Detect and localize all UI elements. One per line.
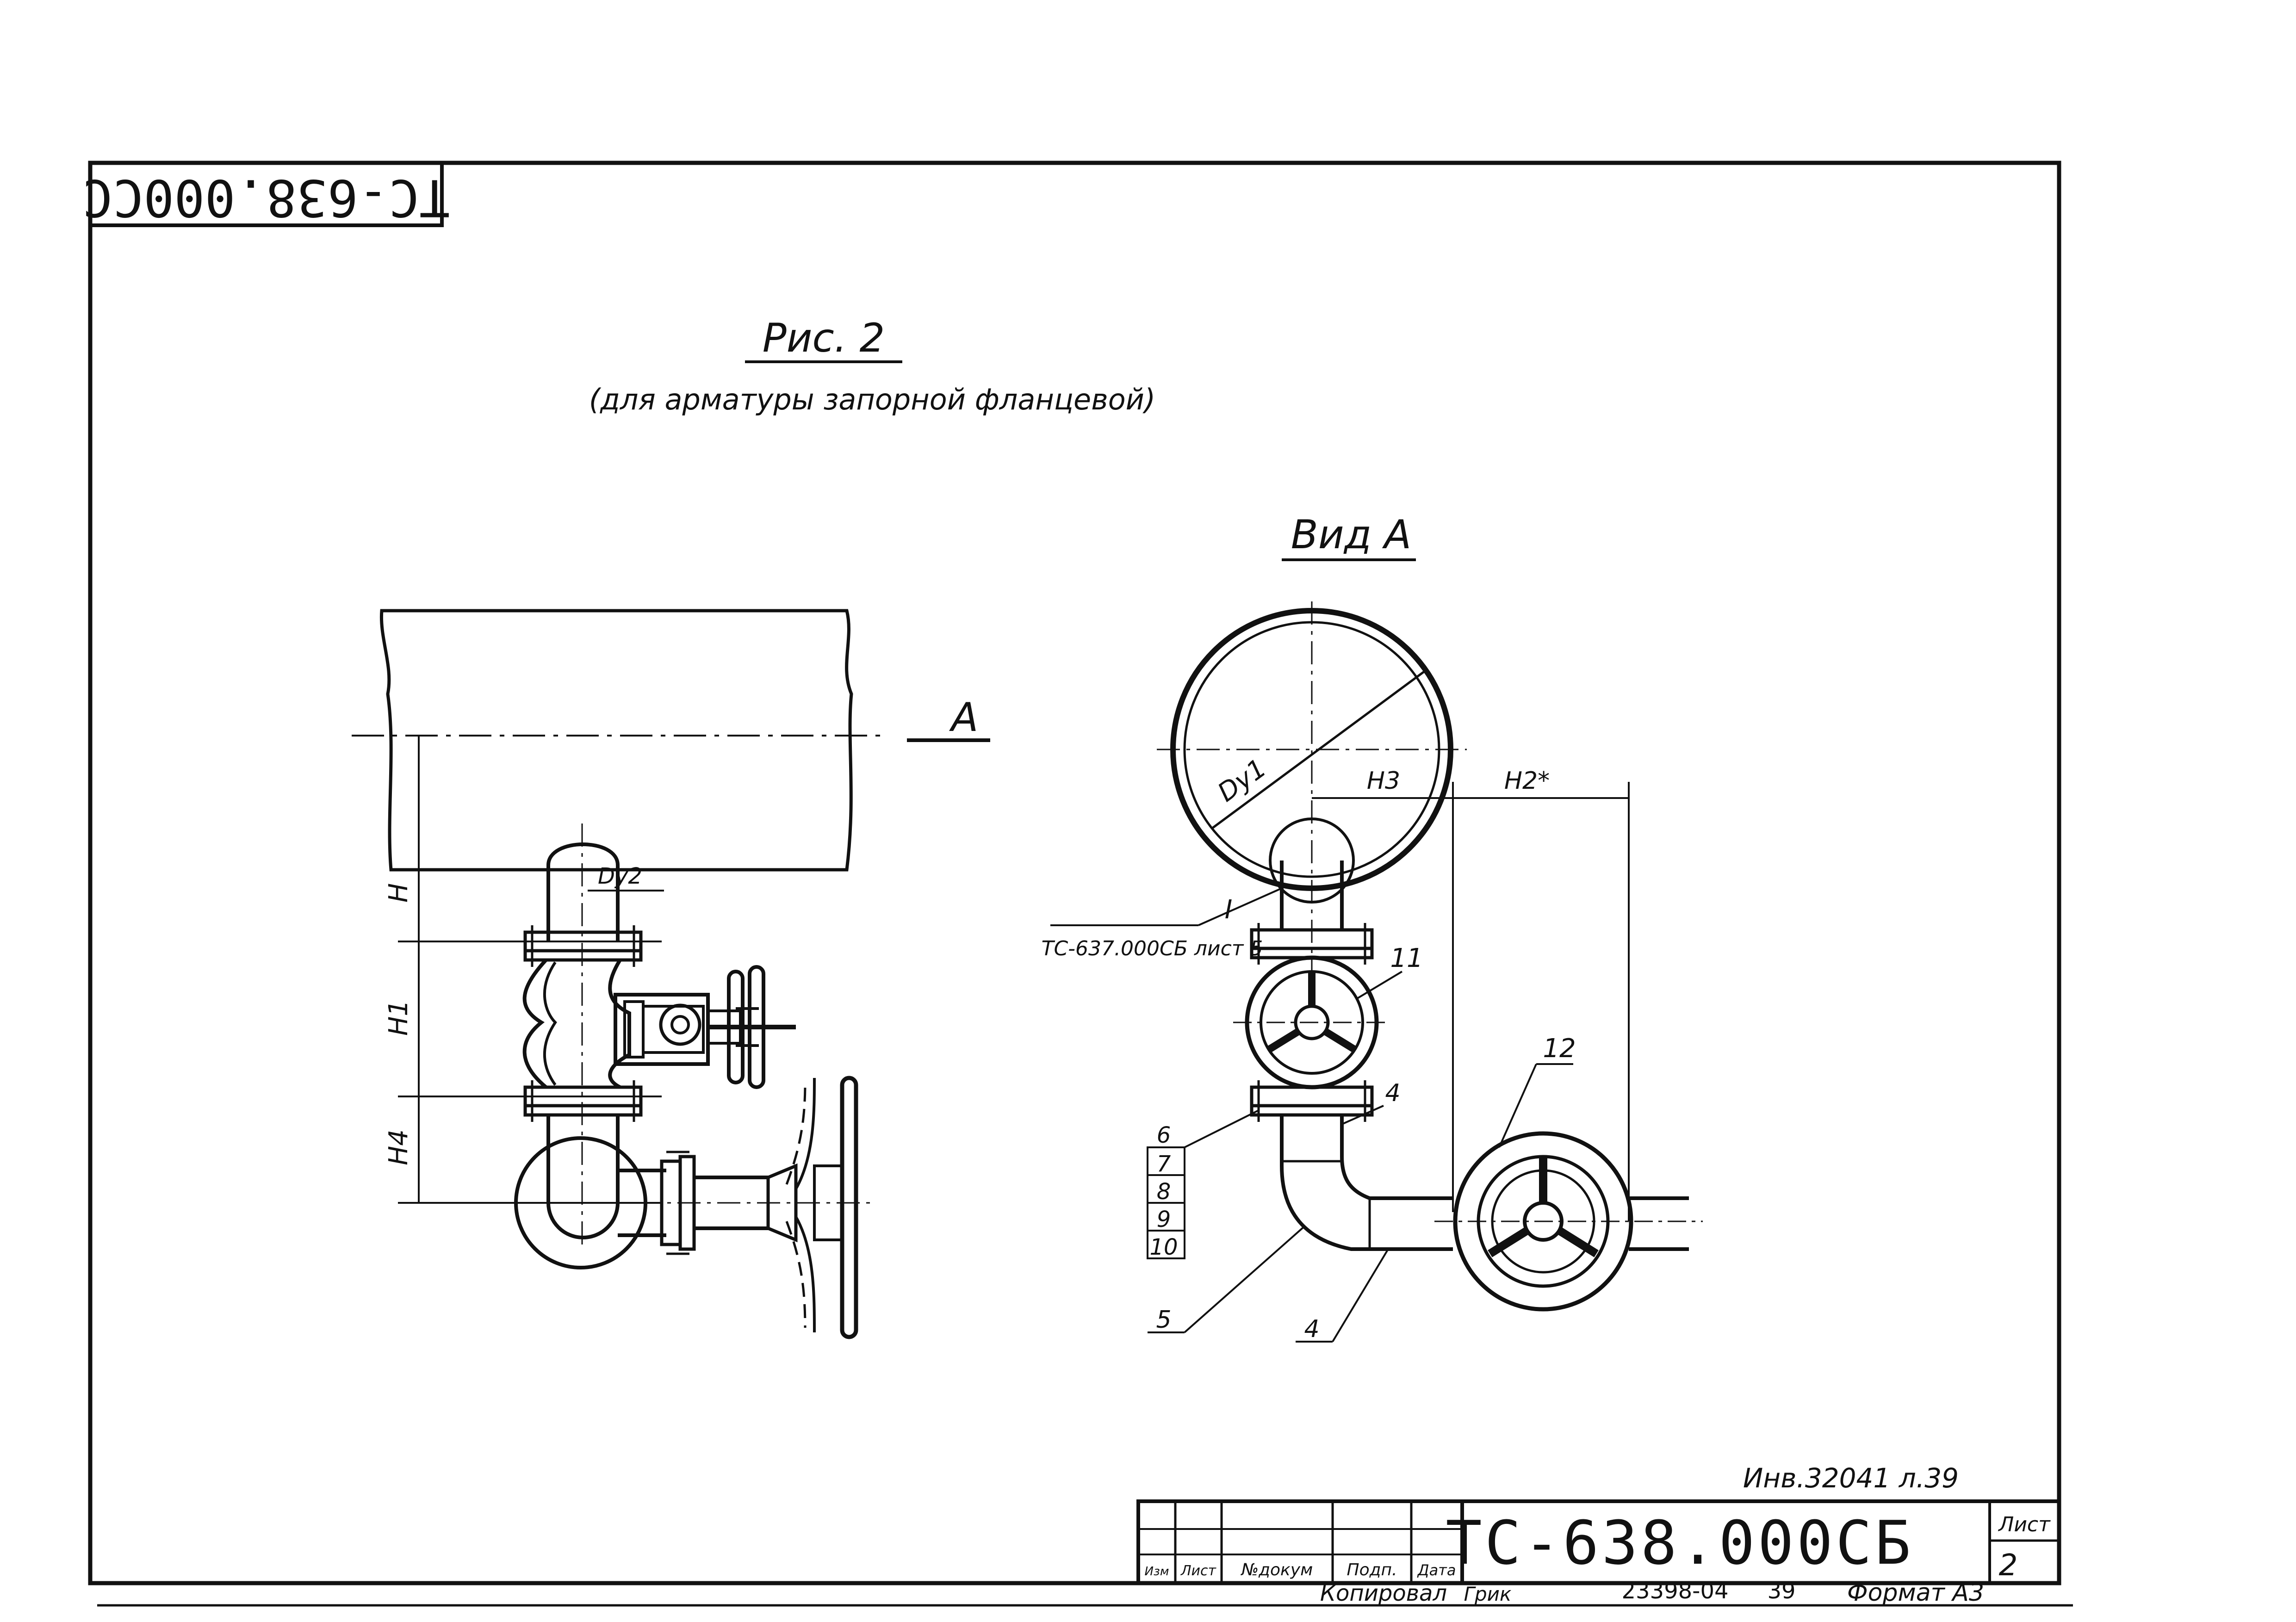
callout-4a: 4	[1385, 1079, 1400, 1107]
doc-code: ТС-638.000СБ	[1446, 1508, 1913, 1578]
order-no: 23398-04	[1621, 1578, 1728, 1604]
copied-sign: Грик	[1464, 1583, 1512, 1605]
sheet-frame	[88, 161, 2073, 1607]
inv-note: Инв.32041 л.39	[1743, 1462, 1959, 1494]
sheet-number: 2	[1999, 1548, 2018, 1583]
title-block: Инв.32041 л.39 Изм Лист №докум Подп. Дат…	[1136, 1462, 2061, 1607]
callout-8: 8	[1157, 1179, 1171, 1205]
valve-12-handwheel	[1453, 1131, 1633, 1312]
order-sheet: 39	[1767, 1578, 1795, 1604]
corner-code: TC-638.000CC	[82, 168, 450, 228]
view-title-group: Вид А	[1282, 512, 1416, 561]
col-date: Дата	[1417, 1561, 1456, 1579]
callout-6: 6	[1157, 1122, 1171, 1148]
figure-title: Рис. 2	[763, 315, 885, 361]
dim-dy1: Dу1	[1212, 753, 1272, 808]
sheet-label: Лист	[1998, 1513, 2051, 1536]
format-label: Формат А3	[1847, 1579, 1984, 1607]
copied-label: Копировал	[1320, 1580, 1447, 1606]
callout-9: 9	[1157, 1207, 1171, 1232]
dim-h1: Н1	[384, 1000, 414, 1036]
figure-title-group: Рис. 2 (для арматуры запорной фланцевой)	[589, 315, 1155, 416]
left-view: А Н Н1 Н4 Dу2	[352, 609, 990, 1339]
dim-h3: Н3	[1367, 767, 1400, 795]
right-view: Dу1 Н3 Н2* I ТС-637.000СБ лист 5 11	[1042, 601, 1703, 1343]
view-title: Вид А	[1291, 512, 1412, 558]
col-izm: Изм	[1145, 1565, 1169, 1579]
dim-h: Н	[384, 883, 414, 903]
callout-12: 12	[1543, 1034, 1576, 1064]
dim-h2: Н2*	[1504, 767, 1550, 795]
callout-10: 10	[1149, 1234, 1178, 1260]
col-doc: №докум	[1241, 1560, 1313, 1579]
col-list: Лист	[1180, 1563, 1217, 1579]
callout-7: 7	[1157, 1151, 1171, 1177]
dim-dy2: Dу2	[598, 863, 642, 889]
corner-code-box: TC-638.000CC	[82, 161, 450, 228]
section-mark-a: А	[949, 694, 979, 741]
dim-h4: Н4	[384, 1129, 414, 1165]
callout-5: 5	[1156, 1306, 1171, 1334]
callout-4b: 4	[1304, 1315, 1319, 1343]
callout-i: I	[1225, 895, 1233, 925]
callout-ref: ТС-637.000СБ лист 5	[1042, 937, 1263, 960]
col-sign: Подп.	[1347, 1560, 1397, 1579]
header-pipe	[379, 609, 853, 872]
callout-11: 11	[1390, 943, 1423, 973]
figure-subtitle: (для арматуры запорной фланцевой)	[589, 383, 1155, 416]
